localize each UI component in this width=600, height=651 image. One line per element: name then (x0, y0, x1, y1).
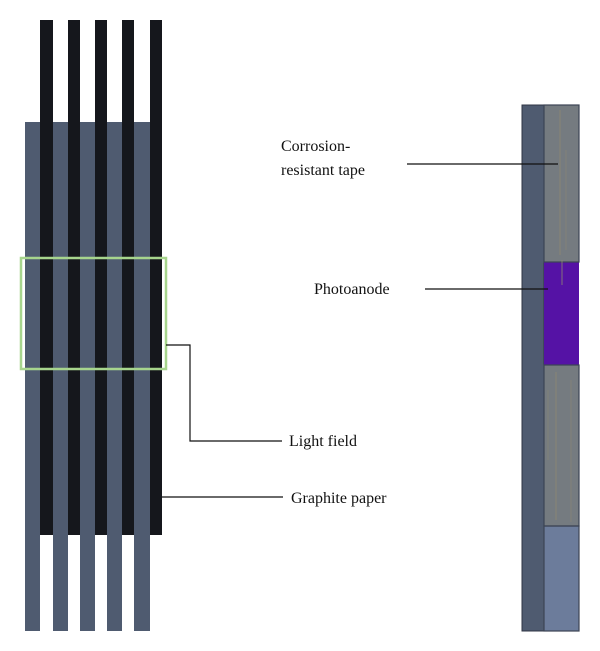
side-backing (522, 105, 544, 631)
bottom-outline (543, 525, 580, 632)
graphite-strip (40, 20, 53, 535)
graphite-strip (150, 20, 162, 535)
corrosion-tape-upper (544, 105, 579, 262)
slate-leg (134, 535, 150, 631)
corrosion-tape-label-line2: resistant tape (281, 162, 365, 179)
light-field-leader (166, 344, 282, 442)
photoanode-layer (544, 262, 579, 365)
graphite-paper-label: Graphite paper (291, 490, 387, 507)
slate-leg (107, 535, 122, 631)
graphite-strip (95, 20, 107, 535)
photoanode-label: Photoanode (314, 281, 390, 298)
graphite-strip (122, 20, 134, 535)
tape-outline-upper (543, 104, 580, 263)
corrosion-tape-lower (544, 365, 579, 526)
electrode-array (19, 20, 168, 631)
light-field-label: Light field (289, 433, 357, 450)
side-bottom-region (544, 526, 579, 631)
graphite-strip (68, 20, 80, 535)
slate-leg (80, 535, 95, 631)
light-field-frame (19, 256, 168, 371)
slate-leg (53, 535, 68, 631)
side-view (521, 104, 580, 632)
corrosion-tape-label-line1: Corrosion- (281, 138, 350, 155)
slate-leg (25, 535, 40, 631)
